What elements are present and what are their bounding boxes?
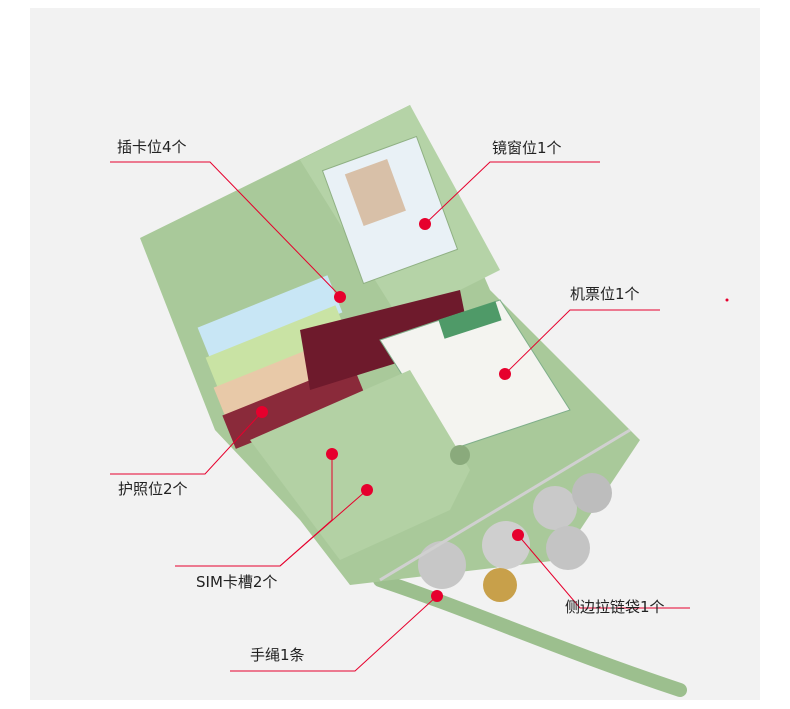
coin [546,526,590,570]
leader-sim-2 [279,454,333,567]
snap-button [450,445,470,465]
label-sim-slot: SIM卡槽2个 [196,573,278,591]
coin [482,521,530,569]
dot-sim-2 [326,448,338,460]
label-wrist-strap: 手绳1条 [250,646,305,664]
label-card-slots: 插卡位4个 [117,138,187,156]
coin [418,541,466,589]
id-photo [344,158,406,227]
sim-flap [250,370,470,560]
dot-zipper [512,529,524,541]
dot-passport [256,406,268,418]
label-ticket-slot: 机票位1个 [570,285,640,303]
coin-gold [483,568,517,602]
zipper [379,428,631,582]
ticket-band [438,301,502,339]
dot-mirror [419,218,431,230]
leader-zipper [517,534,690,609]
dot-ticket [499,368,511,380]
leader-ticket [504,309,660,375]
coin [572,473,612,513]
label-mirror-window: 镜窗位1个 [492,139,562,157]
wrist-strap [373,573,687,697]
red-speck [725,298,729,302]
leader-passport [110,411,263,475]
card-4 [222,363,366,449]
leader-strap [230,595,438,672]
coin [533,486,577,530]
dot-sim [361,484,373,496]
leader-mirror [424,161,600,225]
card-1 [197,275,343,365]
label-zipper-pocket: 侧边拉链袋1个 [565,598,665,616]
leader-card-slots [110,161,341,297]
dot-card-slots [334,291,346,303]
label-passport-slot: 护照位2个 [118,480,188,498]
dot-strap [431,590,443,602]
